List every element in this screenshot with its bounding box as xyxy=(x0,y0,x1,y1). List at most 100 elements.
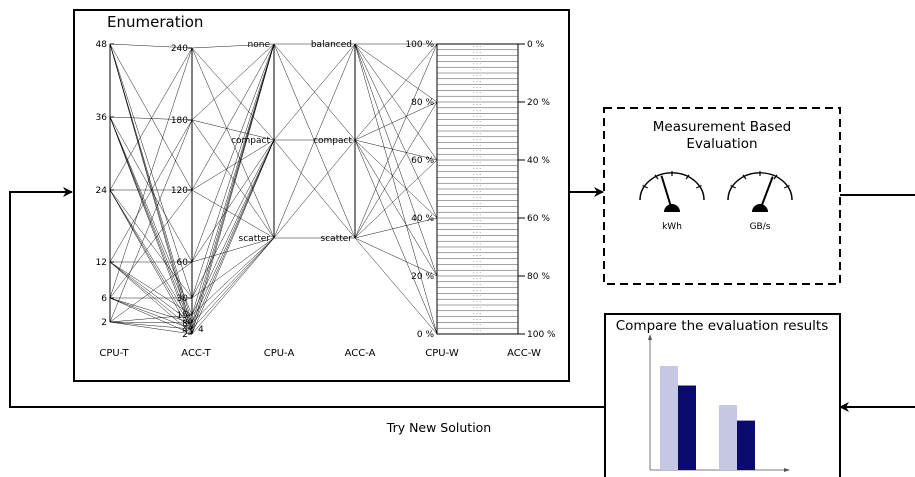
weight-dots: · · · xyxy=(473,207,481,213)
tick-acc-w: 0 % xyxy=(527,40,545,50)
weight-dots: · · · xyxy=(473,67,481,73)
compare-bar-light xyxy=(660,366,678,470)
connection-line xyxy=(354,159,438,239)
tick-cpu-w: 20 % xyxy=(411,272,434,282)
connection-line xyxy=(109,116,193,121)
tick-acc-a: compact xyxy=(313,136,352,146)
weight-dots: · · · xyxy=(473,183,481,189)
tick-cpu-t: 48 xyxy=(96,40,108,50)
axis-label-acc-t: ACC-T xyxy=(181,348,211,359)
weight-dots: · · · xyxy=(473,195,481,201)
connection-line xyxy=(109,116,193,316)
gauge-tick xyxy=(730,184,737,189)
connection-line xyxy=(354,43,438,219)
connection-line xyxy=(191,43,275,324)
tick-acc-w: 100 % xyxy=(527,330,556,340)
weight-dots: · · · xyxy=(473,137,481,143)
tick-cpu-w: 60 % xyxy=(411,156,434,166)
weight-dots: · · · xyxy=(473,270,481,276)
connection-line xyxy=(191,43,275,263)
weight-dots: · · · xyxy=(473,120,481,126)
gauge-tick xyxy=(654,174,659,180)
tick-cpu-a: none xyxy=(248,40,271,50)
connection-line xyxy=(191,237,275,263)
parallel-coordinate-lines xyxy=(109,43,438,335)
axis-label-acc-w: ACC-W xyxy=(507,348,541,359)
connection-line xyxy=(354,237,438,335)
connection-line xyxy=(109,261,193,324)
connection-line xyxy=(191,237,275,324)
connection-line xyxy=(109,43,193,335)
connection-line xyxy=(109,321,193,330)
connection-line xyxy=(354,43,438,335)
compare-title: Compare the evaluation results xyxy=(616,318,829,334)
axis-label-cpu-a: CPU-A xyxy=(264,348,295,359)
x-axis-arrowhead xyxy=(784,468,790,472)
connection-line xyxy=(109,321,193,335)
compare-bar-light xyxy=(719,405,737,470)
connection-line xyxy=(109,261,193,330)
connection-line xyxy=(354,101,438,239)
weight-dots: · · · xyxy=(473,91,481,97)
loop-label: Try New Solution xyxy=(386,420,491,435)
connection-line xyxy=(109,261,193,316)
connection-line xyxy=(354,43,438,277)
axis-label-cpu-t: CPU-T xyxy=(99,348,129,359)
tick-acc-t: 120 xyxy=(171,186,188,196)
weight-dots: · · · xyxy=(473,230,481,236)
tick-cpu-t: 36 xyxy=(96,113,108,123)
weight-dots: · · · xyxy=(473,73,481,79)
weight-dots: · · · xyxy=(473,253,481,259)
weight-dots: · · · xyxy=(473,96,481,102)
connection-line xyxy=(109,314,193,323)
connection-line xyxy=(109,47,193,299)
gauge-tick xyxy=(742,174,747,180)
tick-acc-t: 4 xyxy=(182,325,188,335)
weight-dots: · · · xyxy=(473,247,481,253)
tick-cpu-t: 12 xyxy=(96,258,107,268)
tick-cpu-w: 100 % xyxy=(405,40,434,50)
weight-dots: · · · xyxy=(473,259,481,265)
weight-dots: · · · xyxy=(473,305,481,311)
connection-line xyxy=(191,43,275,316)
tick-cpu-w: 0 % xyxy=(417,330,435,340)
weight-dots: · · · xyxy=(473,218,481,224)
tick-cpu-t: 24 xyxy=(96,186,108,196)
tick-acc-a: scatter xyxy=(321,234,353,244)
connection-line xyxy=(354,43,438,141)
connection-line xyxy=(354,237,438,277)
tick-acc-t-extra: 4 xyxy=(198,325,204,335)
tick-acc-w: 20 % xyxy=(527,98,550,108)
connection-line xyxy=(191,43,275,121)
connection-line xyxy=(191,237,275,330)
connection-line xyxy=(191,43,275,191)
connection-line xyxy=(109,116,193,263)
connection-line xyxy=(191,139,275,299)
connection-line xyxy=(354,139,438,277)
connection-line xyxy=(191,237,275,335)
measurement-panel: Measurement Based Evaluation kWh GB/s xyxy=(603,107,841,285)
tick-cpu-w: 40 % xyxy=(411,214,434,224)
weight-dots: · · · xyxy=(473,50,481,56)
connection-line xyxy=(354,139,438,161)
arrow-loop-back xyxy=(9,187,605,408)
weight-dots: · · · xyxy=(473,166,481,172)
tick-acc-t: 15 xyxy=(177,311,188,321)
tick-cpu-t: 2 xyxy=(101,318,107,328)
connection-line xyxy=(109,119,193,263)
connection-line xyxy=(191,43,275,335)
gauge-hub xyxy=(752,204,768,212)
connection-line xyxy=(109,116,193,330)
throughput-gauge-icon xyxy=(727,171,793,212)
connection-line xyxy=(191,43,275,299)
tick-acc-t: 180 xyxy=(171,116,188,126)
connection-line xyxy=(354,101,438,141)
connection-line xyxy=(191,139,275,263)
compare-bar-chart xyxy=(648,334,790,472)
connection-line xyxy=(273,43,356,141)
gauge-tick xyxy=(642,184,649,189)
weight-dots: · · · xyxy=(473,323,481,329)
weight-dots: · · · xyxy=(473,44,481,50)
